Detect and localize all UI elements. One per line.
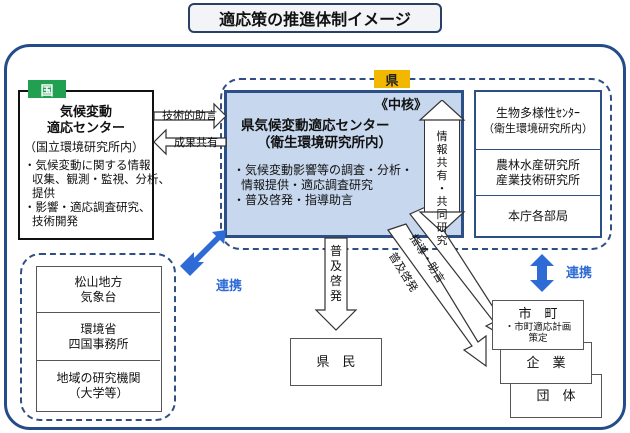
tech-advice-arrow — [153, 102, 227, 130]
met-observatory-cell: 松山地方 気象台 — [37, 267, 160, 313]
biodiversity-center-sub: （衛生環境研究所内） — [483, 121, 593, 135]
core-line-1: ・気候変動影響等の調査・分析・ — [233, 163, 414, 177]
honcho-name: 本庁各部局 — [507, 208, 568, 223]
biodiversity-center-cell: 生物多様性ｾﾝﾀｰ （衛生環境研究所内） — [476, 92, 600, 150]
info-share-arrow-shaft — [424, 118, 460, 214]
core-line-3: ・普及啓発・指導助言 — [233, 193, 354, 207]
industry-institute-name: 産業技術研究所 — [495, 172, 580, 187]
right-institutions-box: 生物多様性ｾﾝﾀｰ （衛生環境研究所内） 農林水産研究所 産業技術研究所 本庁各… — [474, 90, 602, 238]
info-share-label: 情 報 共 有 ・ 共 同 研 究 — [436, 130, 448, 247]
local-research-cell: 地域の研究機関 （大学等） — [56, 371, 141, 400]
renkei-right-label: 連携 — [566, 266, 593, 281]
kenmin-box: 県 民 — [290, 338, 382, 386]
prefectural-center-sub: （衛生環境研究所内） — [257, 135, 392, 151]
renkei-right-arrow — [530, 254, 554, 292]
national-line-4: ・影響・適応調査研究、 — [24, 200, 151, 214]
tech-advice-label: 技術的助言 — [162, 109, 217, 122]
national-center-name-1: 気候変動 — [59, 105, 112, 120]
results-sharing-label: 成果共有 — [174, 136, 218, 149]
renkei-left-arrow — [180, 230, 226, 276]
diagonal-arrow-fukyu — [387, 223, 487, 368]
national-center-name-2: 適応センター — [46, 121, 125, 136]
prefecture-tag: 県 — [374, 70, 410, 89]
national-line-3: 提供 — [32, 186, 55, 200]
national-line-5: 技術開発 — [32, 214, 78, 228]
page-title: 適応策の推進体制イメージ — [188, 3, 442, 33]
partner-institutions-box: 松山地方 気象台 環境省 四国事務所 地域の研究機関 （大学等） — [36, 266, 162, 412]
agri-institute-name: 農林水産研究所 — [495, 157, 580, 172]
fukyu-label: 普 及 啓 発 — [329, 244, 342, 303]
national-center-sub: （国立環境研究所内） — [24, 140, 145, 154]
core-label: 《中核》 — [375, 98, 428, 113]
core-line-2: 情報提供・適応調査研究 — [241, 178, 374, 192]
down-arrow-kenmin — [314, 237, 358, 331]
renkei-left-label: 連携 — [216, 279, 243, 294]
national-line-2: 収集、観測・監視、分析、 — [32, 172, 170, 186]
partner-group — [20, 253, 176, 421]
research-institutes-cell: 農林水産研究所 産業技術研究所 — [476, 150, 600, 196]
biodiversity-center-name: 生物多様性ｾﾝﾀｰ — [495, 105, 580, 120]
env-ministry-cell: 環境省 四国事務所 — [37, 313, 160, 361]
national-center-box: 気候変動 適応センター （国立環境研究所内） ・気候変動に関する情報 収集、観測… — [18, 90, 170, 240]
national-line-1: ・気候変動に関する情報 — [24, 158, 151, 172]
info-share-arrow-heads — [418, 100, 466, 232]
outer-frame — [4, 44, 626, 430]
results-sharing-arrow — [153, 128, 227, 156]
city-box: 市 町 ・市町適応計画 策定 — [492, 300, 584, 350]
prefectural-center-name: 県気候変動適応センター — [241, 118, 390, 134]
honcho-cell: 本庁各部局 — [476, 196, 600, 236]
national-tag: 国 — [28, 80, 66, 99]
